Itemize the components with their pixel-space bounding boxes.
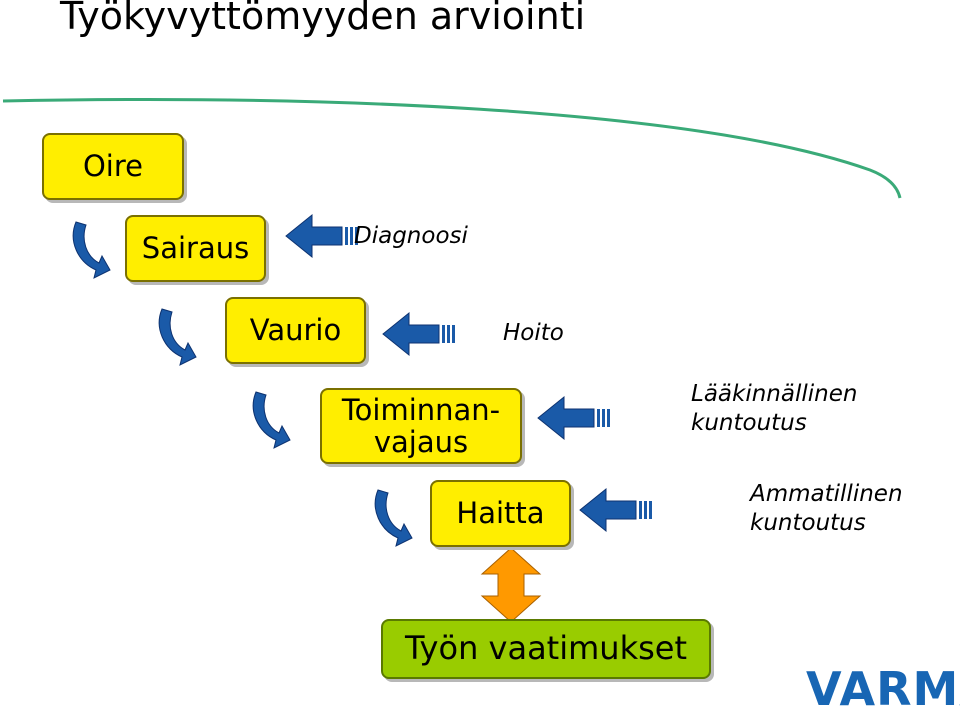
curved-arrow-icon (252, 391, 291, 449)
label-ammatillinen-line1: Ammatillinen (750, 481, 903, 507)
box-oire: Oire (42, 133, 184, 200)
box-tyon-vaatimukset: Työn vaatimukset (381, 619, 711, 679)
varma-logo: VARMA (806, 662, 960, 716)
left-arrow-icon (537, 396, 611, 440)
label-laakinnallinen-kuntoutus: Lääkinnällinen kuntoutus (691, 380, 857, 438)
curved-arrow-icon (72, 221, 111, 279)
box-tyon-vaatimukset-label: Työn vaatimukset (404, 629, 687, 668)
label-hoito: Hoito (503, 320, 564, 346)
curved-arrow-icon (374, 489, 413, 547)
box-toiminnanvajaus-line2: vajaus (373, 425, 469, 459)
curved-arrow-icon (158, 308, 197, 366)
left-arrow-icon (382, 312, 456, 356)
box-haitta-label: Haitta (456, 496, 545, 531)
left-arrow-icon (285, 214, 359, 258)
double-arrow-icon (480, 547, 542, 623)
label-ammatillinen-kuntoutus: Ammatillinen kuntoutus (750, 480, 903, 538)
label-laakinnallinen-line2: kuntoutus (691, 409, 807, 436)
box-oire-label: Oire (82, 149, 143, 184)
page-title: Työkyvyttömyyden arviointi (60, 0, 586, 38)
left-arrow-icon (579, 488, 653, 532)
box-toiminnanvajaus-line1: Toiminnan- (341, 392, 501, 427)
label-diagnoosi: Diagnoosi (354, 223, 468, 249)
label-laakinnallinen-line1: Lääkinnällinen (691, 381, 858, 407)
box-toiminnanvajaus: Toiminnan- vajaus (320, 388, 522, 464)
box-haitta: Haitta (430, 480, 571, 547)
label-ammatillinen-line2: kuntoutus (750, 509, 866, 536)
decorative-curve (2, 98, 902, 199)
box-sairaus: Sairaus (125, 215, 266, 282)
box-vaurio: Vaurio (225, 297, 366, 364)
box-sairaus-label: Sairaus (141, 231, 250, 266)
box-vaurio-label: Vaurio (249, 313, 342, 348)
